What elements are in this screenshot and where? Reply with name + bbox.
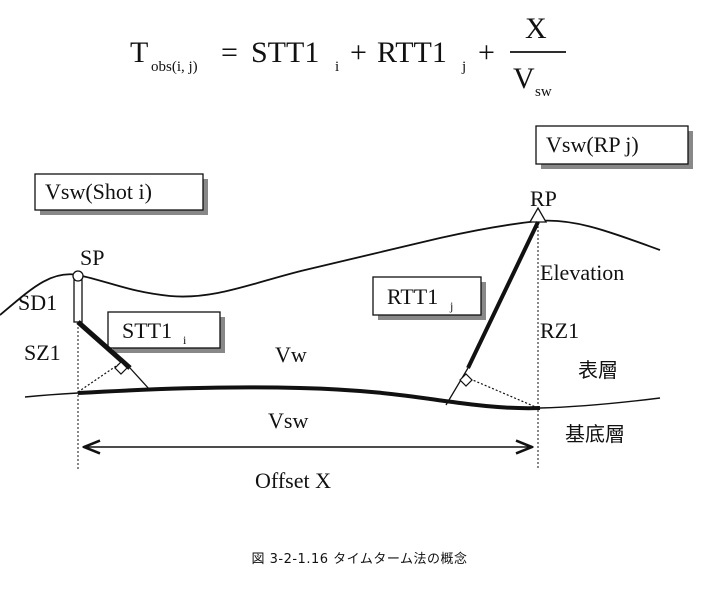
formula-plus1: + [350,36,367,69]
formula-eq: = [221,36,238,69]
formula-numerator: X [525,12,547,45]
receiver-right-angle-mark [459,373,473,387]
formula: T obs(i, j) = STT1 i + RTT1 j + X V sw [130,12,566,100]
formula-term2-sub: j [461,59,466,75]
stt-box: STT1 i [107,311,225,353]
formula-denominator-sub: sw [535,84,552,100]
base-layer-boundary [77,385,541,411]
formula-term1-sub: i [335,59,339,75]
vw-label: Vw [275,342,307,367]
formula-t-sub: obs(i, j) [151,59,198,75]
rp-velocity-label: Vsw(RP j) [546,132,639,157]
formula-denominator: V [513,62,535,95]
shot-velocity-label: Vsw(Shot i) [45,179,152,204]
figure-caption: 図 3-2-1.16 タイムターム法の概念 [251,552,468,567]
elevation-label: Elevation [540,260,624,285]
surface-layer-label: 表層 [578,358,618,382]
receiver-ray-bold [466,221,540,369]
base-layer-boundary-right [539,397,661,409]
formula-plus2: + [478,36,495,69]
sz1-label: SZ1 [24,340,61,365]
formula-term1: STT1 [251,36,319,69]
source-right-angle-mark [114,361,128,375]
rp-velocity-box: Vsw(RP j) [535,125,693,169]
rz1-label: RZ1 [540,318,579,343]
source-ray-bold [76,320,132,370]
stt-label: STT1 [122,318,172,343]
shot-point [72,270,84,470]
offset-label: Offset X [255,468,331,493]
vsw-label: Vsw [268,408,308,433]
sp-label: SP [80,245,104,270]
rtt-label-sub: j [449,299,453,313]
base-layer-label: 基底層 [565,422,625,446]
shot-point-marker [72,270,84,282]
shot-hole [73,279,83,323]
base-layer-boundary-left [24,392,79,398]
formula-t: T [130,36,148,69]
rtt-box: RTT1 j [372,276,486,320]
sd1-label: SD1 [18,290,57,315]
stt-label-sub: i [183,333,187,347]
source-ray-thin [129,367,151,391]
shot-velocity-box: Vsw(Shot i) [34,173,208,215]
formula-term2: RTT1 [377,36,447,69]
source-perpendicular [77,361,123,393]
rp-label: RP [530,186,557,211]
receiver-ray-thin [445,367,469,406]
receiver-perpendicular [467,377,539,409]
rtt-label: RTT1 [387,284,438,309]
